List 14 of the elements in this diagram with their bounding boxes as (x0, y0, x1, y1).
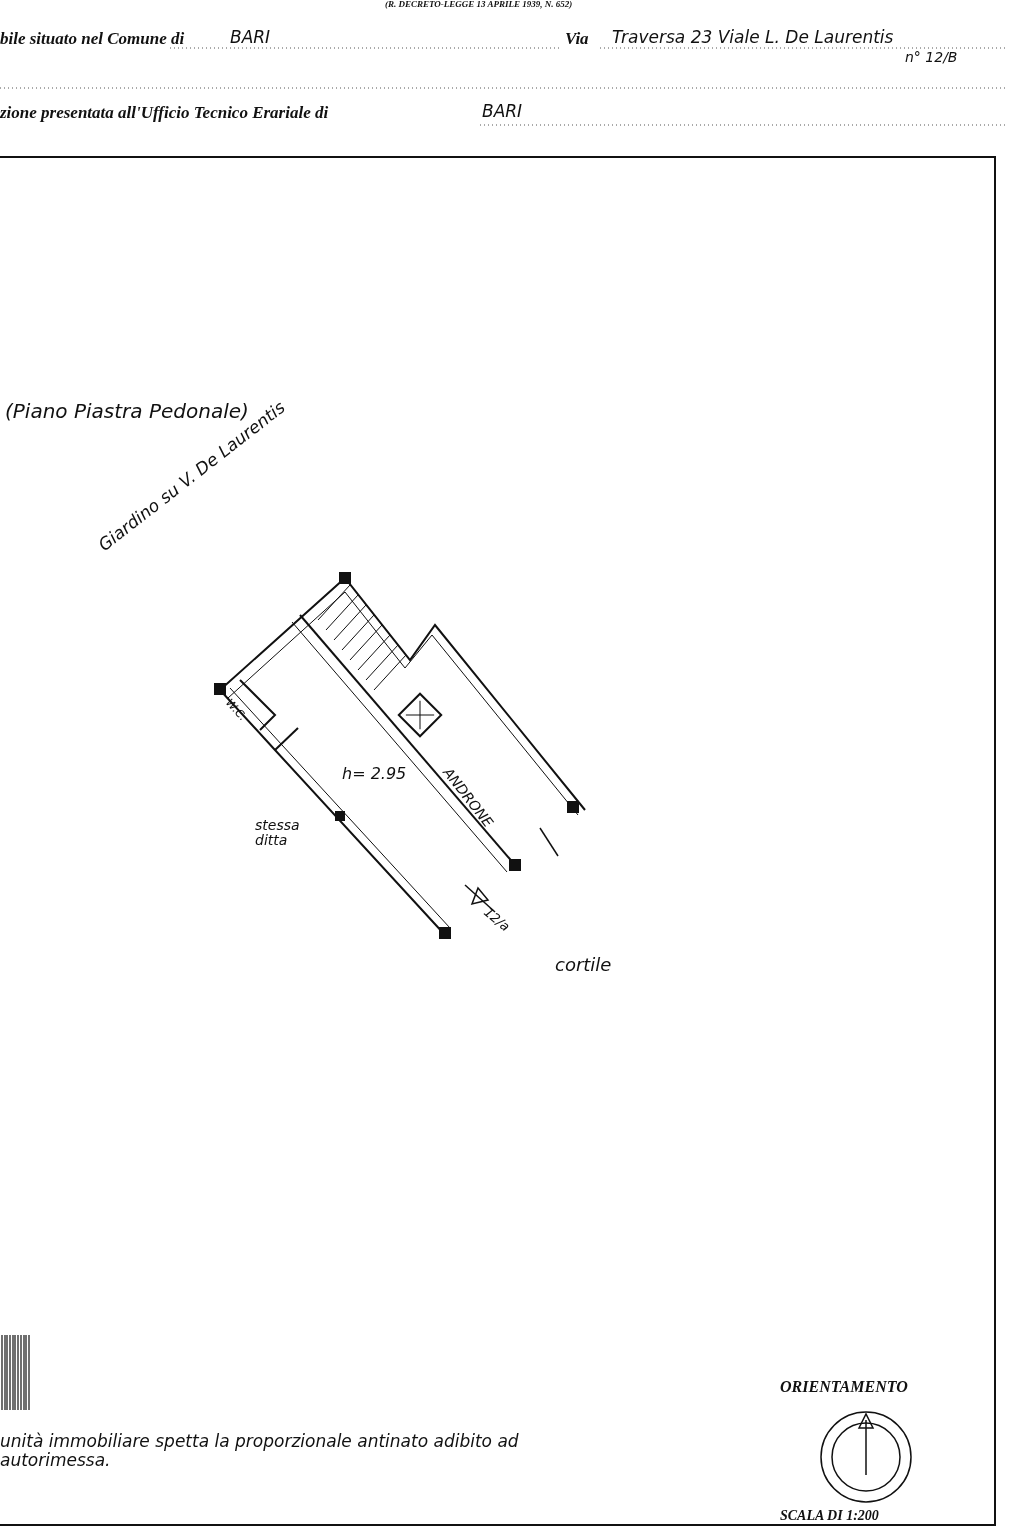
footnote: unità immobiliare spetta la proporzionale antinato adibito ad autorimessa. (0, 1432, 520, 1470)
legal-reference: (R. DECRETO-LEGGE 13 APRILE 1939, N. 652) (385, 0, 573, 10)
handwritten-entry: Traversa 23 Viale L. De Laurentis (612, 28, 894, 47)
ceiling-height: h= 2.95 (342, 765, 407, 783)
handwritten-entry: n° 12/B (905, 50, 958, 66)
handwritten-entry: BARI (482, 102, 523, 121)
legend-heading: ORIENTAMENTO (780, 1378, 908, 1396)
scale-label: SCALA DI 1:200 (780, 1508, 879, 1524)
handwritten-entry: BARI (230, 28, 271, 47)
form-field-label: Via (565, 30, 589, 49)
note-label: stessa ditta (255, 818, 301, 849)
form-field-label: bile situato nel Comune di (0, 30, 185, 49)
form-field-label: zione presentata all'Ufficio Tecnico Erariale di (0, 104, 329, 123)
area-label: cortile (555, 955, 612, 975)
